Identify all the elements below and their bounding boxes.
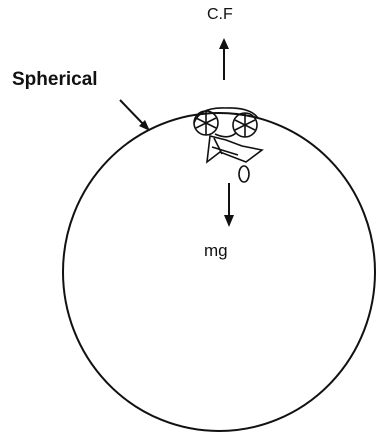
centrifugal-force-label: C.F (207, 7, 233, 23)
sphere-outline (63, 113, 375, 431)
sphere-label-pointer (120, 100, 150, 131)
sphere-label: Spherical (12, 70, 98, 89)
helmet (239, 166, 249, 182)
weight-arrow (224, 183, 234, 227)
weight-label: mg (204, 242, 228, 259)
motorcycle-rider-figure (194, 108, 262, 182)
centrifugal-force-arrow (219, 38, 229, 80)
